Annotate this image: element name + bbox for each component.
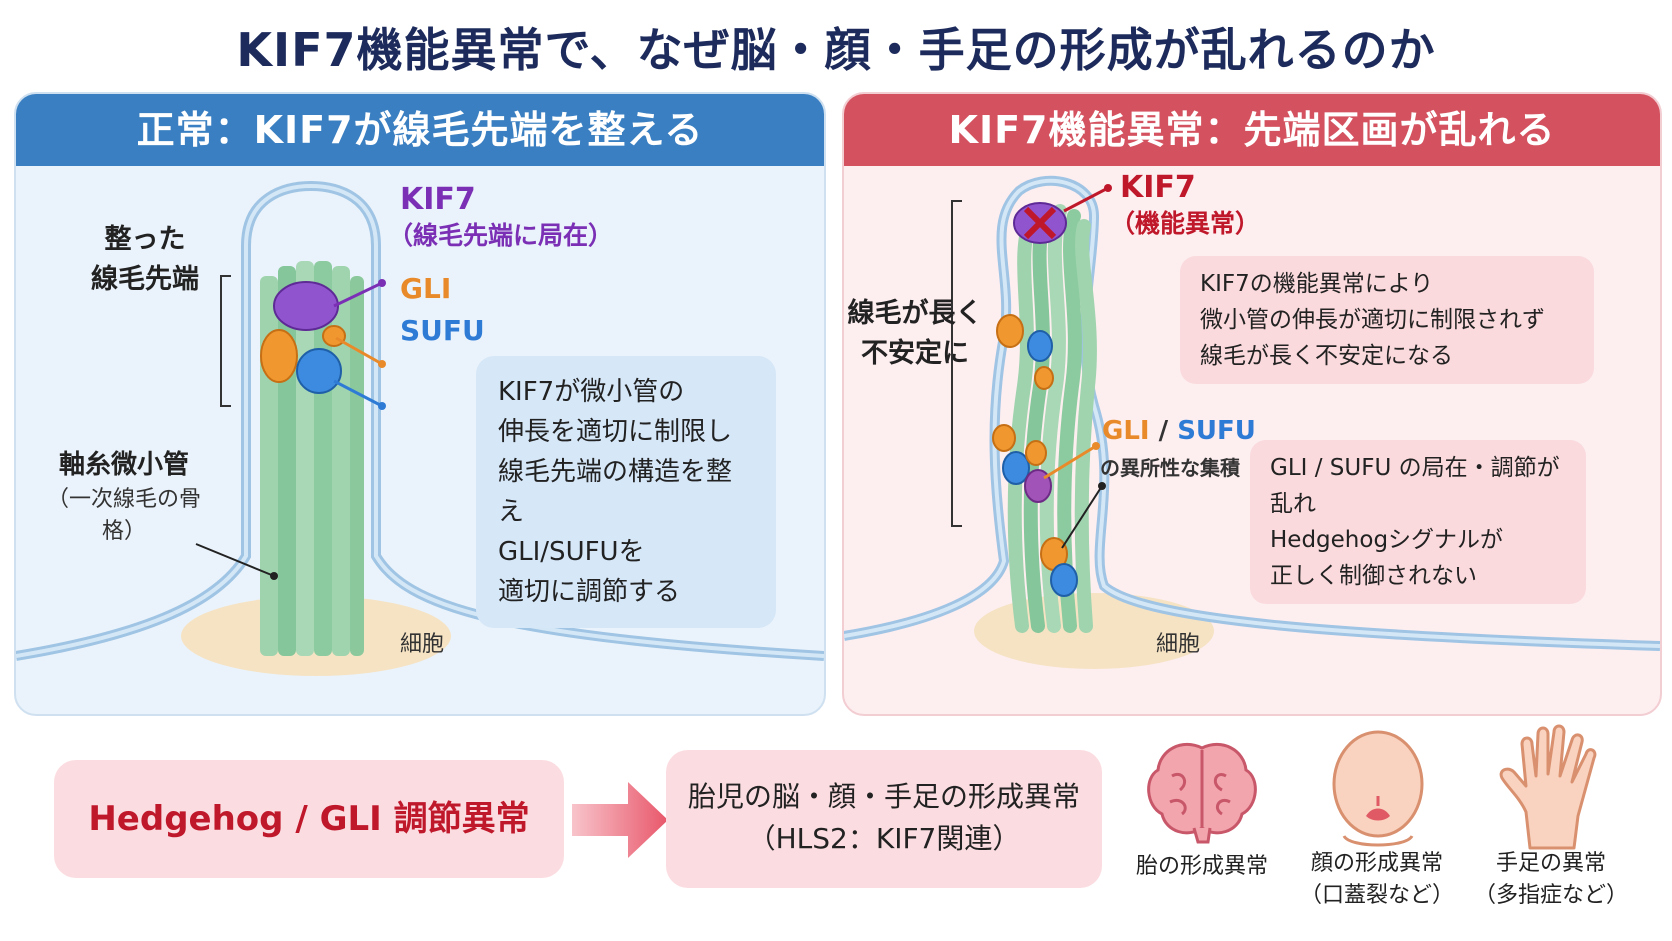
cell-label: 細胞	[1156, 632, 1201, 657]
cause-box: Hedgehog / GLI 調節異常	[54, 760, 564, 878]
tip-bracket	[220, 275, 231, 407]
face-icon	[1332, 730, 1424, 847]
tidy-tip-label: 整った 線毛先端	[91, 224, 199, 295]
long-cilium-bracket	[951, 200, 962, 527]
kif7-abnormal-sub-label: （機能異常）	[1110, 209, 1261, 238]
gli-sufu-label: GLI / SUFU	[1102, 416, 1256, 446]
abnormal-info-box-2: GLI / SUFU の局在・調節が乱れ Hedgehogシグナルが 正しく制御…	[1250, 440, 1586, 604]
hand-icon-label: 手足の異常 （多指症など）	[1473, 851, 1628, 908]
kif7-protein	[273, 281, 339, 331]
page-title: KIF7機能異常で、なぜ脳・顔・手足の形成が乱れるのか	[236, 23, 1436, 77]
sufu-protein	[296, 348, 342, 394]
hand-icon	[1499, 724, 1597, 850]
abnormal-panel-header: KIF7機能異常：先端区画が乱れる	[844, 94, 1660, 166]
abnormal-info-box-1: KIF7の機能異常により 微小管の伸長が適切に制限されず 線毛が長く不安定になる	[1180, 256, 1594, 384]
normal-panel-header: 正常：KIF7が線毛先端を整える	[16, 94, 824, 166]
gli-label: GLI	[400, 272, 452, 305]
kif7-abnormal-label: KIF7	[1120, 170, 1196, 205]
normal-cilium-diagram	[16, 180, 824, 676]
long-unstable-label: 線毛が長く 不安定に	[847, 298, 983, 369]
face-icon-label: 顔の形成異常 （口蓋裂など）	[1299, 851, 1454, 908]
brain-icon	[1147, 742, 1257, 844]
right-arrow-icon	[572, 782, 668, 858]
normal-panel: 正常：KIF7が線毛先端を整える	[14, 92, 826, 716]
gli-protein	[260, 329, 298, 383]
kif7-label: KIF7	[400, 182, 476, 217]
axoneme-label: 軸糸微小管 （一次線毛の骨格）	[46, 450, 201, 544]
sufu-label: SUFU	[400, 314, 485, 347]
cell-label: 細胞	[400, 632, 445, 657]
normal-info-box: KIF7が微小管の 伸長を適切に制限し 線毛先端の構造を整え GLI/SUFUを…	[476, 356, 776, 628]
gli-sufu-sub-label: の異所性な集積	[1100, 456, 1240, 480]
abnormal-panel: KIF7機能異常：先端区画が乱れる 線毛	[842, 92, 1662, 716]
result-box: 胎児の脳・顔・手足の形成異常 （HLS2：KIF7関連）	[666, 750, 1102, 888]
brain-icon-label: 胎の形成異常	[1135, 854, 1268, 879]
abnormal-cilium-diagram	[844, 175, 1660, 669]
kif7-sub-label: （線毛先端に局在）	[388, 221, 614, 250]
